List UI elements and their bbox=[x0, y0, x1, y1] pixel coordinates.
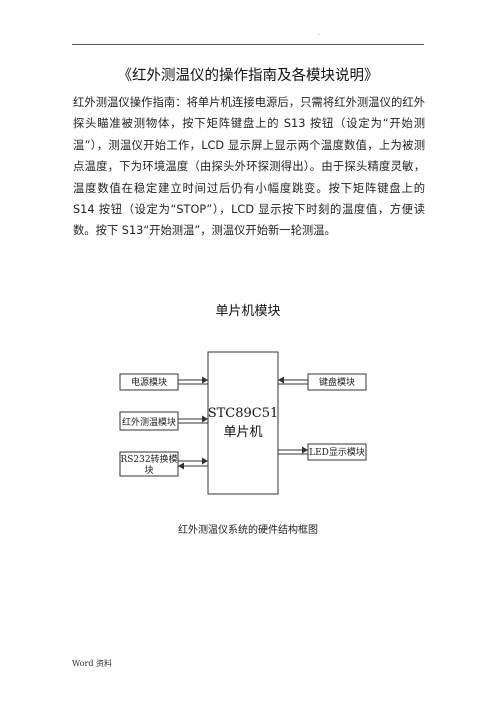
section-title: 单片机模块 bbox=[215, 304, 281, 319]
document-title: 《红外测温仪的操作指南及各模块说明》 bbox=[117, 68, 379, 84]
display-module-label: LED显示模块 bbox=[309, 446, 365, 458]
hardware-block-diagram: STC89C51 单片机 电源模块 红外测温模块 RS232转换模 块 键盘模块… bbox=[119, 351, 367, 495]
rs232-module-label-line2: 块 bbox=[144, 464, 153, 476]
ir-module-block bbox=[119, 411, 179, 431]
header-mark: . bbox=[318, 30, 320, 37]
footer-label: Word 资料 bbox=[72, 659, 112, 668]
keyboard-module-label: 键盘模块 bbox=[319, 376, 355, 388]
mcu-label-line1: STC89C51 bbox=[208, 406, 279, 421]
diagram-caption: 红外测温仪系统的硬件结构框图 bbox=[178, 525, 318, 536]
mcu-label-line2: 单片机 bbox=[223, 425, 262, 440]
rs232-module-label-line1: RS232转换模 bbox=[120, 453, 177, 465]
header-rule bbox=[72, 44, 424, 45]
power-module-block bbox=[119, 373, 179, 391]
keyboard-module-block bbox=[307, 373, 367, 391]
ir-module-label: 红外测温模块 bbox=[122, 416, 176, 428]
display-module-block bbox=[307, 443, 367, 461]
mcu-block bbox=[207, 351, 279, 495]
power-module-label: 电源模块 bbox=[131, 376, 167, 388]
intro-paragraph: 红外测温仪操作指南：将单片机连接电源后，只需将红外测温仪的红外探头瞄准被测物体，… bbox=[73, 96, 425, 238]
